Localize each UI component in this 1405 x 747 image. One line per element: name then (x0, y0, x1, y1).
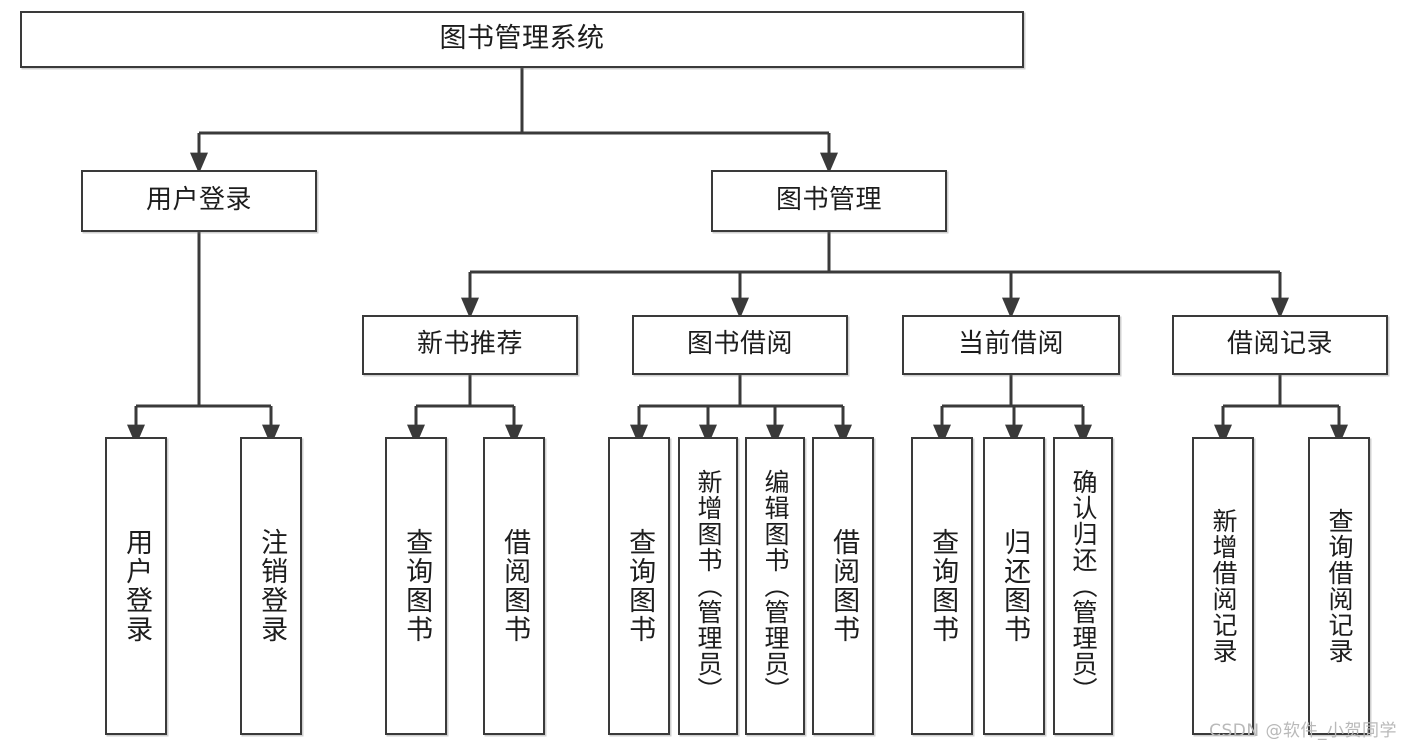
leaf-query-book-3-label: 查询图书 (927, 528, 959, 644)
node-root-label: 图书管理系统 (439, 23, 605, 55)
leaf-add-record[interactable]: 新增借阅记录 (1192, 437, 1254, 735)
leaf-query-book-2-label: 查询图书 (624, 528, 656, 644)
leaf-query-book-1[interactable]: 查询图书 (385, 437, 447, 735)
node-borrow-record-label: 借阅记录 (1226, 329, 1333, 360)
leaf-borrow-book-2[interactable]: 借阅图书 (812, 437, 874, 735)
leaf-user-login[interactable]: 用户登录 (105, 437, 167, 735)
node-current-borrow[interactable]: 当前借阅 (902, 315, 1120, 375)
leaf-confirm-return[interactable]: 确认归还（管理员） (1053, 437, 1113, 735)
leaf-edit-book-label: 编辑图书（管理员） (761, 469, 790, 703)
node-new-book-recommend-label: 新书推荐 (416, 329, 523, 360)
leaf-borrow-book-2-label: 借阅图书 (828, 528, 860, 644)
leaf-query-book-2[interactable]: 查询图书 (608, 437, 670, 735)
node-book-management[interactable]: 图书管理 (711, 170, 947, 232)
leaf-borrow-book-1-label: 借阅图书 (499, 528, 531, 644)
leaf-query-book-3[interactable]: 查询图书 (911, 437, 973, 735)
leaf-logout-label: 注销登录 (256, 528, 288, 644)
node-new-book-recommend[interactable]: 新书推荐 (362, 315, 578, 375)
leaf-add-record-label: 新增借阅记录 (1209, 508, 1238, 664)
node-user-login[interactable]: 用户登录 (81, 170, 317, 232)
leaf-borrow-book-1[interactable]: 借阅图书 (483, 437, 545, 735)
leaf-confirm-return-label: 确认归还（管理员） (1069, 469, 1098, 703)
leaf-add-book[interactable]: 新增图书（管理员） (678, 437, 738, 735)
node-book-management-label: 图书管理 (775, 185, 882, 216)
node-user-login-label: 用户登录 (145, 185, 252, 216)
node-book-borrow-label: 图书借阅 (686, 329, 793, 360)
leaf-query-record-label: 查询借阅记录 (1325, 508, 1354, 664)
node-book-borrow[interactable]: 图书借阅 (632, 315, 848, 375)
leaf-query-record[interactable]: 查询借阅记录 (1308, 437, 1370, 735)
leaf-return-book-label: 归还图书 (999, 528, 1031, 644)
leaf-return-book[interactable]: 归还图书 (983, 437, 1045, 735)
leaf-add-book-label: 新增图书（管理员） (694, 469, 723, 703)
node-root[interactable]: 图书管理系统 (20, 11, 1024, 68)
leaf-edit-book[interactable]: 编辑图书（管理员） (745, 437, 805, 735)
leaf-logout[interactable]: 注销登录 (240, 437, 302, 735)
leaf-query-book-1-label: 查询图书 (401, 528, 433, 644)
node-current-borrow-label: 当前借阅 (957, 329, 1064, 360)
node-borrow-record[interactable]: 借阅记录 (1172, 315, 1388, 375)
leaf-user-login-label: 用户登录 (121, 528, 153, 644)
watermark: CSDN @软件_小贺同学 (1209, 721, 1397, 741)
